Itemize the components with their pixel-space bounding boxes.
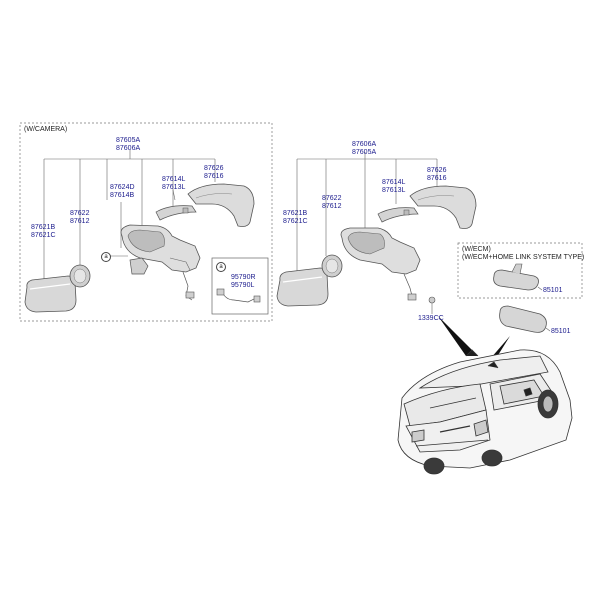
ecm-mirror-label: 85101	[543, 287, 563, 294]
ecm-inside-mirror	[493, 263, 543, 291]
right-mirror-glass	[276, 267, 329, 307]
left-scalp-cover	[187, 183, 255, 227]
left-glass-label: 87621B 87621C	[31, 224, 56, 240]
part-number: 87626	[204, 165, 224, 172]
part-number: 87621B	[283, 210, 308, 217]
part-number: 95790L	[231, 282, 255, 289]
ecm-title-line: (W/ECM+HOME LINK SYSTEM TYPE)	[462, 254, 585, 261]
left-side-lamp	[155, 205, 197, 221]
right-scalp-label: 87626 87616	[427, 167, 446, 183]
detail-callout-a: a	[101, 252, 111, 262]
part-number: 87616	[204, 173, 224, 180]
part-number: 87606A	[116, 145, 141, 152]
left-motor-label: 87624D 87614B	[110, 184, 135, 200]
part-number: 87614B	[110, 192, 135, 199]
part-number: 87621B	[31, 224, 56, 231]
right-glass-label: 87621B 87621C	[283, 210, 308, 226]
inside-mirror-label: 85101	[551, 328, 571, 335]
left-mirror-glass	[24, 275, 77, 313]
ecm-title-line: (W/ECM)	[462, 246, 491, 253]
ecm-dashed-box	[457, 242, 583, 299]
ecm-box-title: (W/ECM) (W/ECM+HOME LINK SYSTEM TYPE)	[462, 246, 584, 262]
left-assembly-label: 87605A 87606A	[116, 137, 140, 153]
part-number: 87606A	[352, 141, 377, 148]
right-small-cover-label: 87622 87612	[322, 195, 341, 211]
camera-harness	[221, 291, 257, 303]
part-number: 87622	[322, 195, 342, 202]
right-lamp-label: 87614L 87613L	[382, 179, 405, 195]
camera-box-title: (W/CAMERA)	[24, 126, 68, 133]
left-small-cover-label: 87622 87612	[70, 210, 89, 226]
standard-inside-mirror	[499, 305, 551, 333]
part-number: 87616	[427, 175, 447, 182]
vehicle-illustration	[397, 349, 573, 475]
callout-wedge-mirror	[438, 316, 474, 356]
left-leader-lines	[43, 150, 216, 285]
right-screw	[428, 296, 436, 304]
part-number: 87605A	[116, 137, 141, 144]
right-leader-lines	[296, 152, 438, 314]
part-number: 87613L	[382, 187, 406, 194]
part-number: 87621C	[31, 232, 56, 239]
part-number: 87624D	[110, 184, 135, 191]
camera-module	[216, 288, 225, 296]
part-number: 87626	[427, 167, 447, 174]
part-number: 95790R	[231, 274, 256, 281]
part-number: 87621C	[283, 218, 308, 225]
right-scalp-cover	[409, 185, 477, 229]
left-lamp-label: 87614L 87613L	[162, 176, 185, 192]
camera-label: 95790R 95790L	[231, 274, 256, 290]
right-assembly-label: 87606A 87605A	[352, 141, 376, 157]
camera-detail-box	[211, 257, 269, 315]
part-number: 87612	[322, 203, 342, 210]
part-number: 87614L	[382, 179, 406, 186]
left-mirror-motor	[129, 257, 149, 275]
part-number: 87614L	[162, 176, 186, 183]
camera-dashed-box	[19, 122, 273, 322]
part-number: 87612	[70, 218, 90, 225]
part-number: 87605A	[352, 149, 377, 156]
right-side-lamp	[377, 207, 419, 223]
part-number: 87613L	[162, 184, 186, 191]
screw-label: 1339CC	[418, 315, 444, 322]
detail-box-ref-a: a	[216, 262, 226, 272]
left-scalp-label: 87626 87616	[204, 165, 223, 181]
part-number: 87622	[70, 210, 90, 217]
